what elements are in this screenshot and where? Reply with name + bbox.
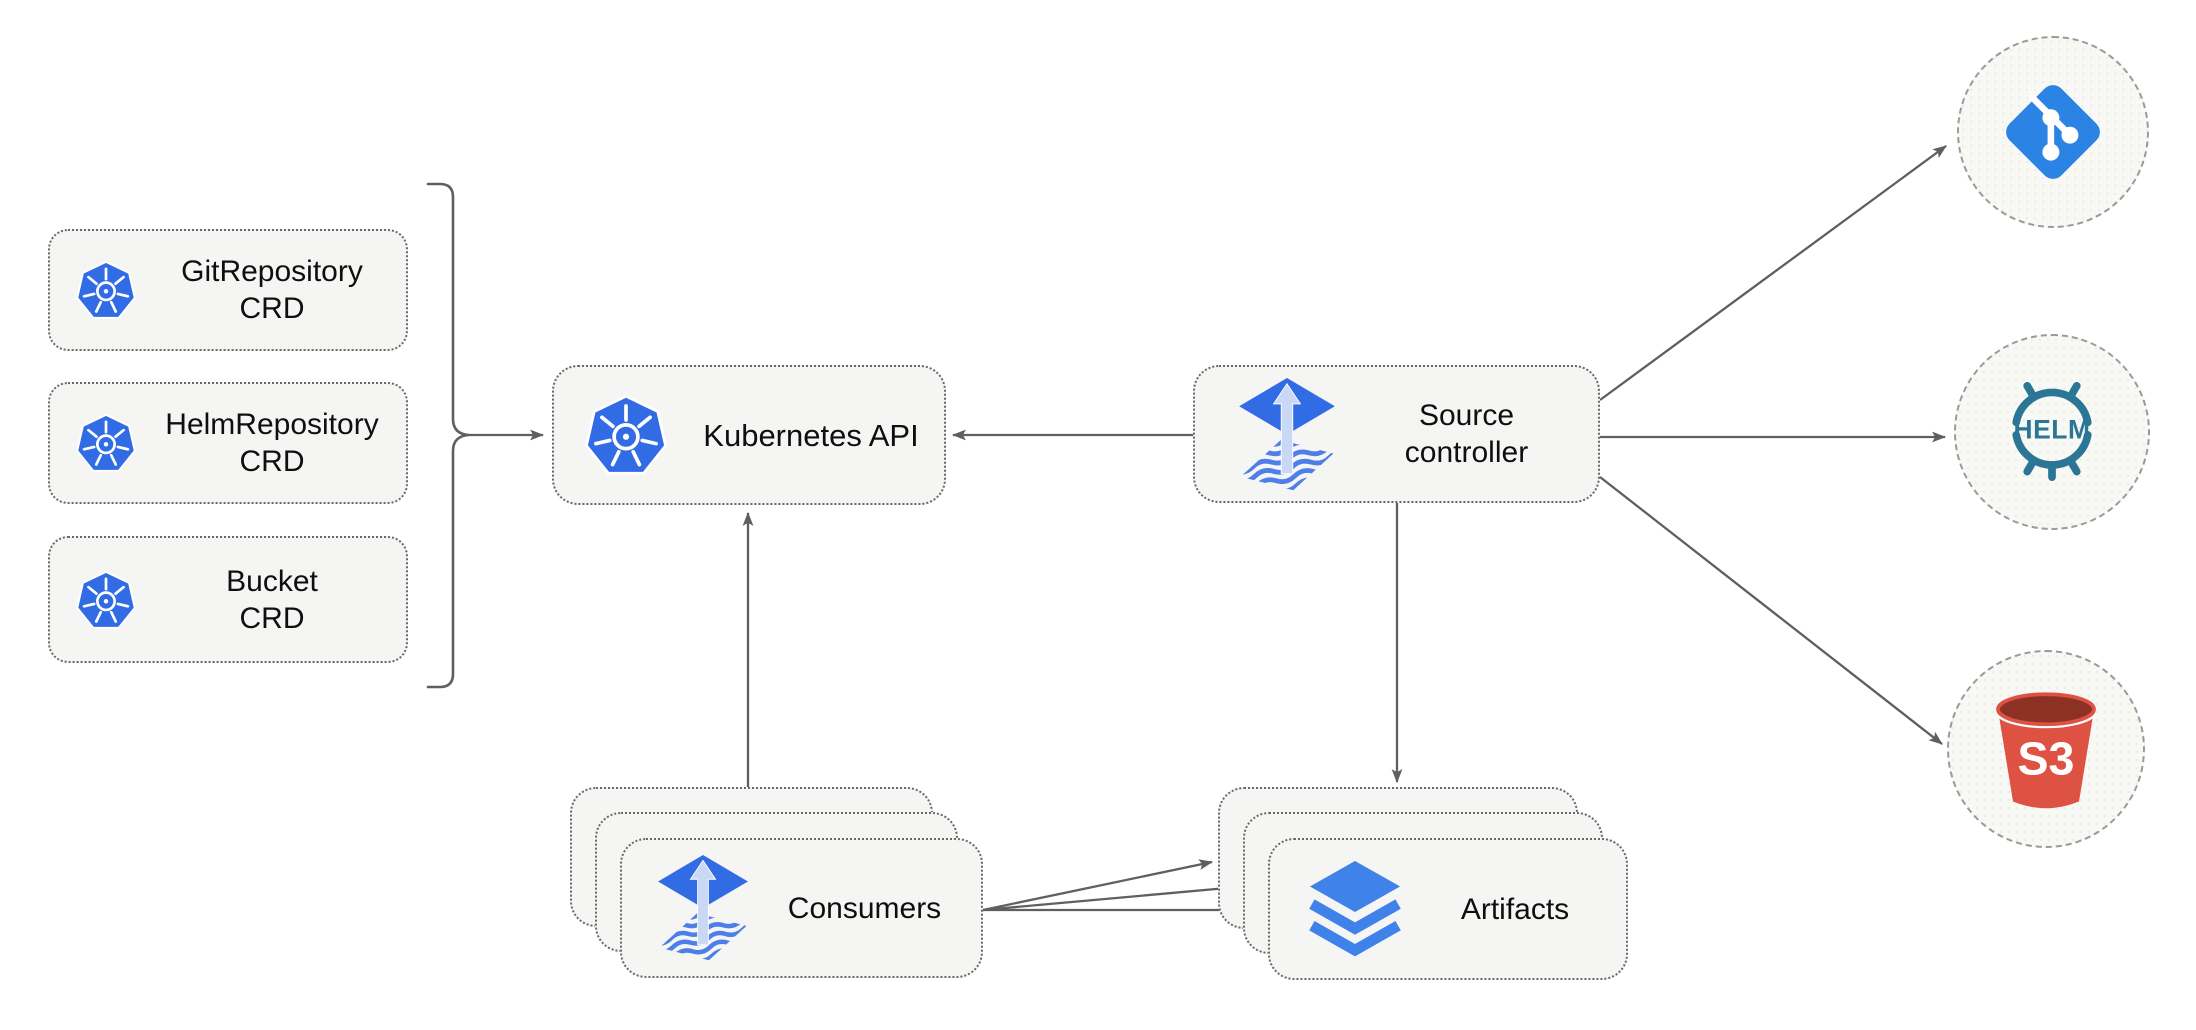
node-bucket-crd: Bucket CRD	[48, 536, 408, 663]
arrow-consumers-to-artifacts-1	[982, 859, 1214, 912]
node-label: Source controller	[1404, 399, 1529, 469]
node-label: Bucket CRD	[226, 564, 318, 635]
node-source-controller: Source controller	[1193, 365, 1600, 503]
flux-icon	[1239, 377, 1335, 491]
git-icon	[2006, 85, 2100, 179]
layers-icon	[1309, 860, 1401, 957]
crd-group-bracket	[426, 182, 470, 689]
node-label: Artifacts	[1460, 892, 1570, 926]
external-source-helm: HELM	[1954, 334, 2150, 530]
arrow-source-to-git	[1599, 145, 1947, 401]
node-artifacts: Artifacts	[1268, 838, 1628, 980]
node-label: HelmRepository CRD	[165, 408, 379, 478]
node-label: Consumers	[787, 891, 942, 925]
node-label: Kubernetes API	[703, 417, 919, 453]
external-source-s3: S3	[1947, 650, 2145, 848]
arrow-source-to-s3	[1599, 476, 1943, 745]
helm-icon: HELM	[2012, 381, 2092, 481]
kubernetes-icon	[76, 570, 136, 629]
arrow-consumers-to-artifacts-2	[982, 882, 1240, 912]
node-gitrepository-crd: GitRepository CRD	[48, 229, 408, 351]
node-consumers: Consumers	[620, 838, 983, 978]
external-source-git	[1957, 36, 2149, 228]
svg-text:S3: S3	[2018, 733, 2075, 785]
kubernetes-icon	[76, 260, 136, 319]
node-helmrepository-crd: HelmRepository CRD	[48, 382, 408, 504]
node-kubernetes-api: Kubernetes API	[552, 365, 946, 505]
kubernetes-icon	[76, 413, 136, 472]
svg-text:HELM: HELM	[2014, 415, 2091, 445]
kubernetes-icon	[585, 394, 667, 475]
flux-icon	[658, 855, 748, 961]
node-label: GitRepository CRD	[181, 255, 363, 325]
s3-icon: S3	[1995, 692, 2097, 809]
